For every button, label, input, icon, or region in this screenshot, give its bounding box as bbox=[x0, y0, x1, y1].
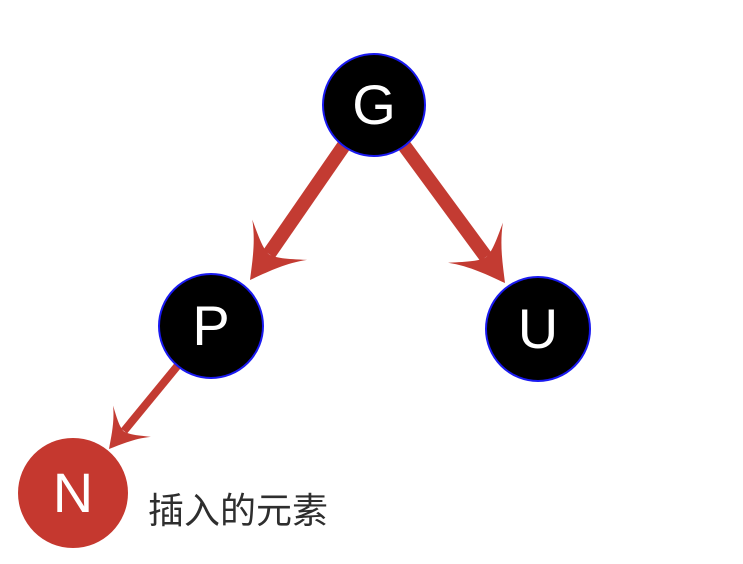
edge-p-n bbox=[109, 361, 183, 449]
edge-arrowhead bbox=[250, 219, 308, 280]
edge-g-p bbox=[250, 140, 351, 280]
edge-arrowhead bbox=[448, 222, 505, 283]
node-label: N bbox=[52, 461, 94, 524]
edge-arrowhead bbox=[109, 405, 151, 449]
node-label: P bbox=[192, 294, 230, 357]
tree-node-g: G bbox=[322, 53, 426, 157]
tree-node-n: N bbox=[18, 438, 128, 548]
edge-g-u bbox=[397, 139, 505, 283]
node-label: G bbox=[352, 73, 396, 136]
edge-line bbox=[397, 139, 492, 262]
tree-node-u: U bbox=[485, 276, 591, 382]
inserted-element-label: 插入的元素 bbox=[148, 490, 329, 531]
node-label: U bbox=[517, 297, 559, 360]
edge-line bbox=[120, 361, 183, 434]
tree-node-p: P bbox=[158, 273, 264, 379]
edge-line bbox=[263, 140, 351, 258]
